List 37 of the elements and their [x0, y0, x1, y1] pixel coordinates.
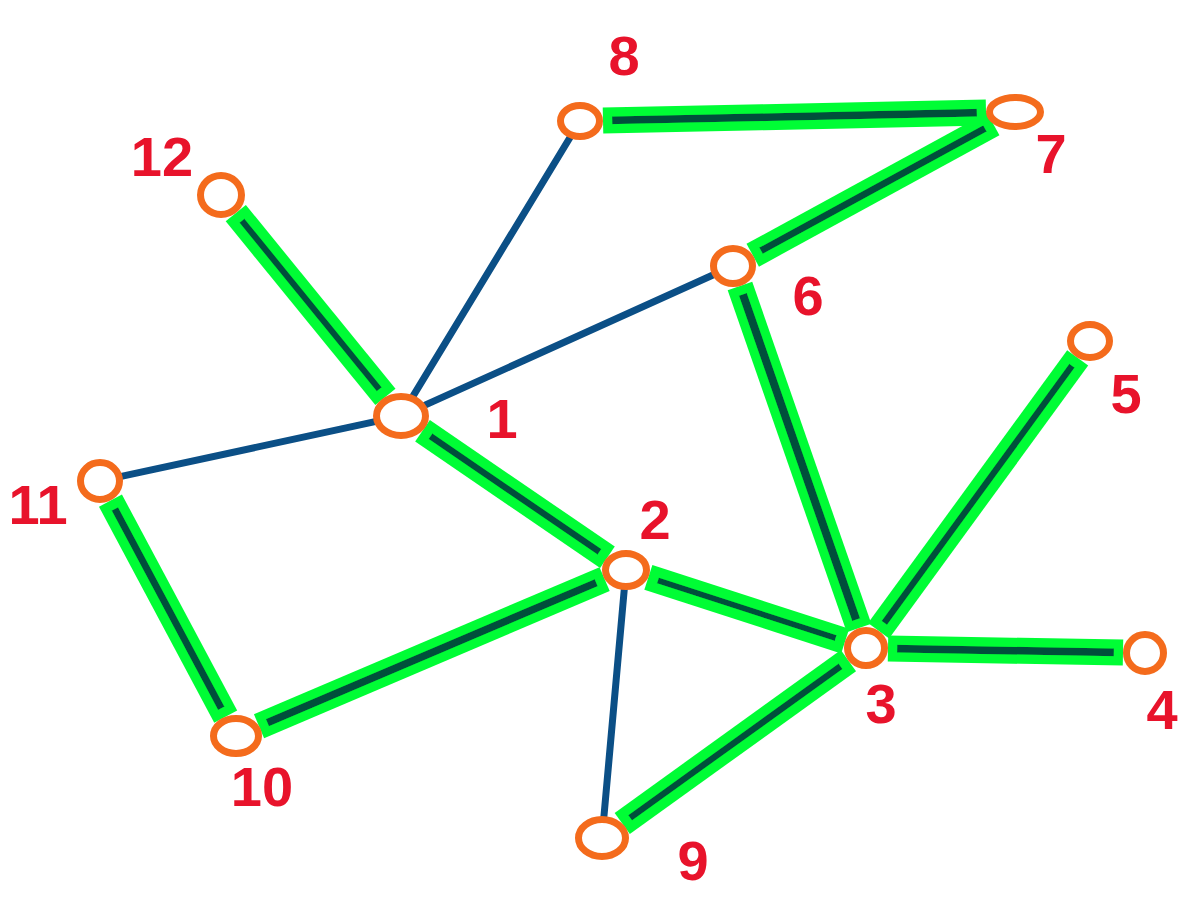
highlighted-edge	[868, 350, 1089, 639]
node-label: 12	[130, 129, 194, 185]
node-label: 6	[792, 268, 824, 324]
node-label: 7	[1035, 126, 1067, 182]
node-circle	[1067, 321, 1113, 361]
node-circle	[575, 816, 629, 860]
highlighted-edge	[225, 204, 396, 406]
highlighted-edge	[887, 635, 1124, 666]
node-circle	[197, 172, 245, 218]
node-circle	[77, 459, 123, 503]
node-label: 8	[608, 28, 640, 84]
highlighted-edge	[727, 281, 872, 633]
highlighted-edge	[415, 420, 615, 569]
node-circle	[602, 550, 650, 590]
highlighted-edge	[614, 650, 857, 834]
node-label: 2	[639, 492, 671, 548]
highlighted-edge	[253, 567, 610, 739]
node-circle	[1123, 631, 1167, 675]
edge-line	[410, 134, 574, 399]
node-label: 3	[865, 676, 897, 732]
node-label: 9	[677, 833, 709, 889]
node-label: 5	[1110, 366, 1142, 422]
node-circle	[373, 393, 429, 439]
node-label: 1	[486, 391, 518, 447]
edge-line	[422, 271, 716, 409]
highlighted-edge	[644, 564, 850, 654]
node-circle	[710, 245, 756, 287]
highlighted-edge	[99, 494, 238, 723]
node-circle	[986, 94, 1044, 130]
node-label: 11	[8, 477, 68, 533]
node-label: 4	[1146, 682, 1178, 738]
highlighted-edge	[602, 99, 987, 134]
node-label: 10	[230, 759, 294, 815]
node-circle	[557, 102, 603, 140]
node-circle	[210, 715, 262, 757]
node-circle	[844, 627, 888, 669]
highlighted-edge	[746, 112, 1000, 267]
